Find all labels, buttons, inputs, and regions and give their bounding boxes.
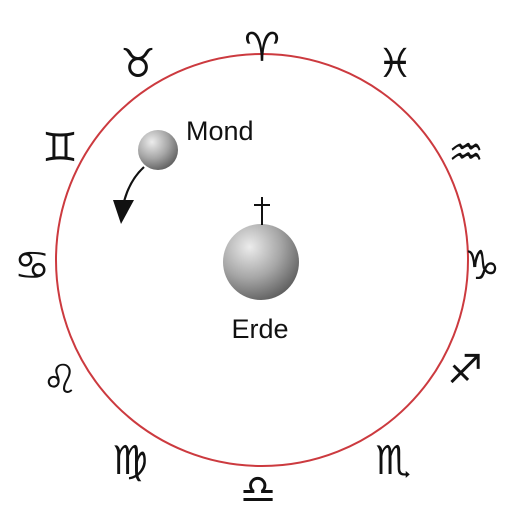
- aquarius-icon: ♒: [448, 130, 484, 176]
- aries-icon: ♈: [244, 25, 280, 71]
- pisces-icon: ♓: [377, 41, 413, 87]
- capricorn-icon: ♑: [464, 243, 500, 289]
- virgo-icon: ♍: [112, 438, 148, 484]
- moon-sphere: [138, 130, 178, 170]
- cross-icon: [254, 197, 270, 225]
- scorpio-icon: ♏: [375, 438, 411, 484]
- gemini-icon: ♊: [42, 125, 78, 171]
- earth-label: Erde: [231, 314, 288, 344]
- earth-sphere: [223, 224, 299, 300]
- curved-arrow-icon: [113, 167, 144, 224]
- libra-icon: ♎: [240, 467, 276, 509]
- moon-label: Mond: [186, 116, 254, 146]
- sagittarius-icon: ♐: [447, 347, 483, 393]
- leo-icon: ♌: [42, 357, 78, 403]
- taurus-icon: ♉: [120, 41, 156, 87]
- cancer-icon: ♋: [14, 243, 50, 289]
